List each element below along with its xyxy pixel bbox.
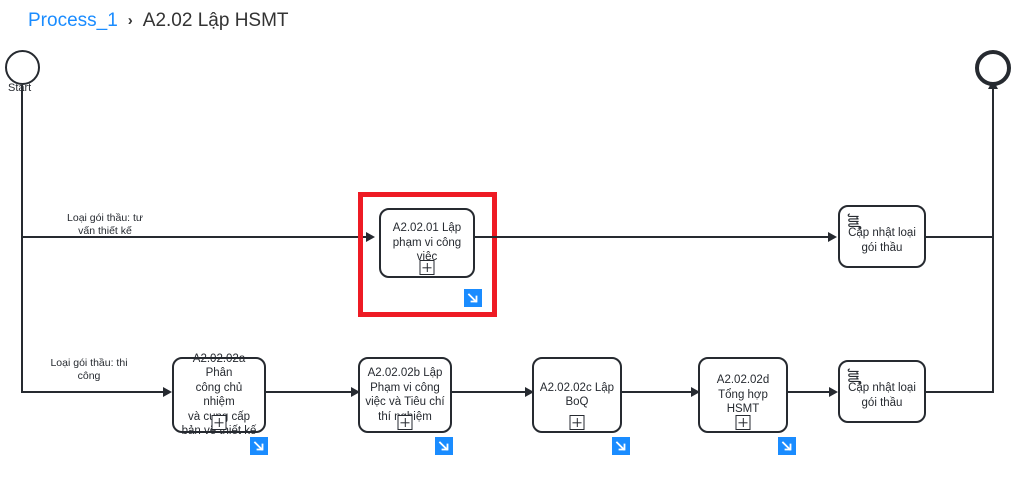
arrowhead-into-a20201 (366, 232, 375, 242)
sequence-flow-start-spine (21, 85, 23, 393)
start-event-label: Start (8, 82, 32, 94)
flow-label-top: Loại gói thầu: tư vấn thiết kế (67, 212, 143, 237)
script-task-icon (846, 212, 863, 231)
task-a20202b-label: A2.02.02b Lập Phạm vi công việc và Tiêu … (365, 367, 445, 423)
sequence-flow-script-top-to-end (926, 236, 994, 238)
task-a20202a[interactable]: A2.02.02a Phân công chủ nhiệm và cung cấ… (172, 353, 266, 437)
task-a20202d[interactable]: A2.02.02d Tổng hợp HSMT (698, 357, 788, 433)
task-a20202c[interactable]: A2.02.02c Lập BoQ (532, 357, 622, 433)
arrowhead-into-script-bottom (829, 387, 838, 397)
breadcrumb-separator-icon: › (127, 12, 133, 29)
collapsed-subprocess-plus-icon[interactable] (419, 260, 435, 275)
arrowhead-into-a20202a (163, 387, 172, 397)
task-a20202b[interactable]: A2.02.02b Lập Phạm vi công việc và Tiêu … (358, 357, 452, 433)
task-a20201-label: A2.02.01 Lập phạm vi công việc (392, 222, 462, 264)
arrowhead-into-script-top (828, 232, 837, 242)
drilldown-icon-a20201[interactable] (464, 289, 482, 307)
start-event[interactable] (5, 50, 40, 85)
sequence-flow-start-to-a20202a (21, 391, 166, 393)
collapsed-subprocess-plus-icon[interactable] (569, 415, 585, 430)
sequence-flow-right-spine (992, 88, 994, 393)
sequence-flow-start-to-a20201 (21, 236, 369, 238)
breadcrumb-parent-link[interactable]: Process_1 (28, 10, 118, 31)
sequence-flow-a20201-to-script-top (475, 236, 831, 238)
drilldown-icon-a20202c[interactable] (612, 437, 630, 455)
arrowhead-into-a20202c (525, 387, 534, 397)
breadcrumb: Process_1 › A2.02 Lập HSMT (28, 8, 289, 34)
task-a20202c-label: A2.02.02c Lập BoQ (539, 381, 615, 409)
breadcrumb-current: A2.02 Lập HSMT (142, 10, 289, 31)
task-script-top[interactable]: Cập nhật loại gói thầu (838, 205, 926, 268)
flow-label-bottom: Loại gói thầu: thi công (50, 357, 128, 382)
task-a20201[interactable]: A2.02.01 Lập phạm vi công việc (379, 208, 475, 278)
task-script-bottom[interactable]: Cập nhật loại gói thầu (838, 360, 926, 423)
sequence-flow-a20202b-to-a20202c (452, 391, 530, 393)
script-task-icon (846, 367, 863, 386)
drilldown-icon-a20202a[interactable] (250, 437, 268, 455)
collapsed-subprocess-plus-icon[interactable] (211, 415, 227, 430)
drilldown-icon-a20202d[interactable] (778, 437, 796, 455)
drilldown-icon-a20202b[interactable] (435, 437, 453, 455)
task-script-bottom-label: Cập nhật loại gói thầu (848, 382, 916, 409)
task-script-top-label: Cập nhật loại gói thầu (848, 227, 916, 254)
task-a20202d-label: A2.02.02d Tổng hợp HSMT (716, 374, 770, 416)
arrowhead-into-a20202b (351, 387, 360, 397)
sequence-flow-a20202d-to-script-bottom (788, 391, 836, 393)
collapsed-subprocess-plus-icon[interactable] (397, 415, 413, 430)
collapsed-subprocess-plus-icon[interactable] (735, 415, 751, 430)
sequence-flow-script-bottom-to-end (926, 391, 994, 393)
sequence-flow-a20202a-to-a20202b (266, 391, 356, 393)
end-event[interactable] (975, 50, 1011, 86)
arrowhead-into-a20202d (691, 387, 700, 397)
sequence-flow-a20202c-to-a20202d (622, 391, 696, 393)
